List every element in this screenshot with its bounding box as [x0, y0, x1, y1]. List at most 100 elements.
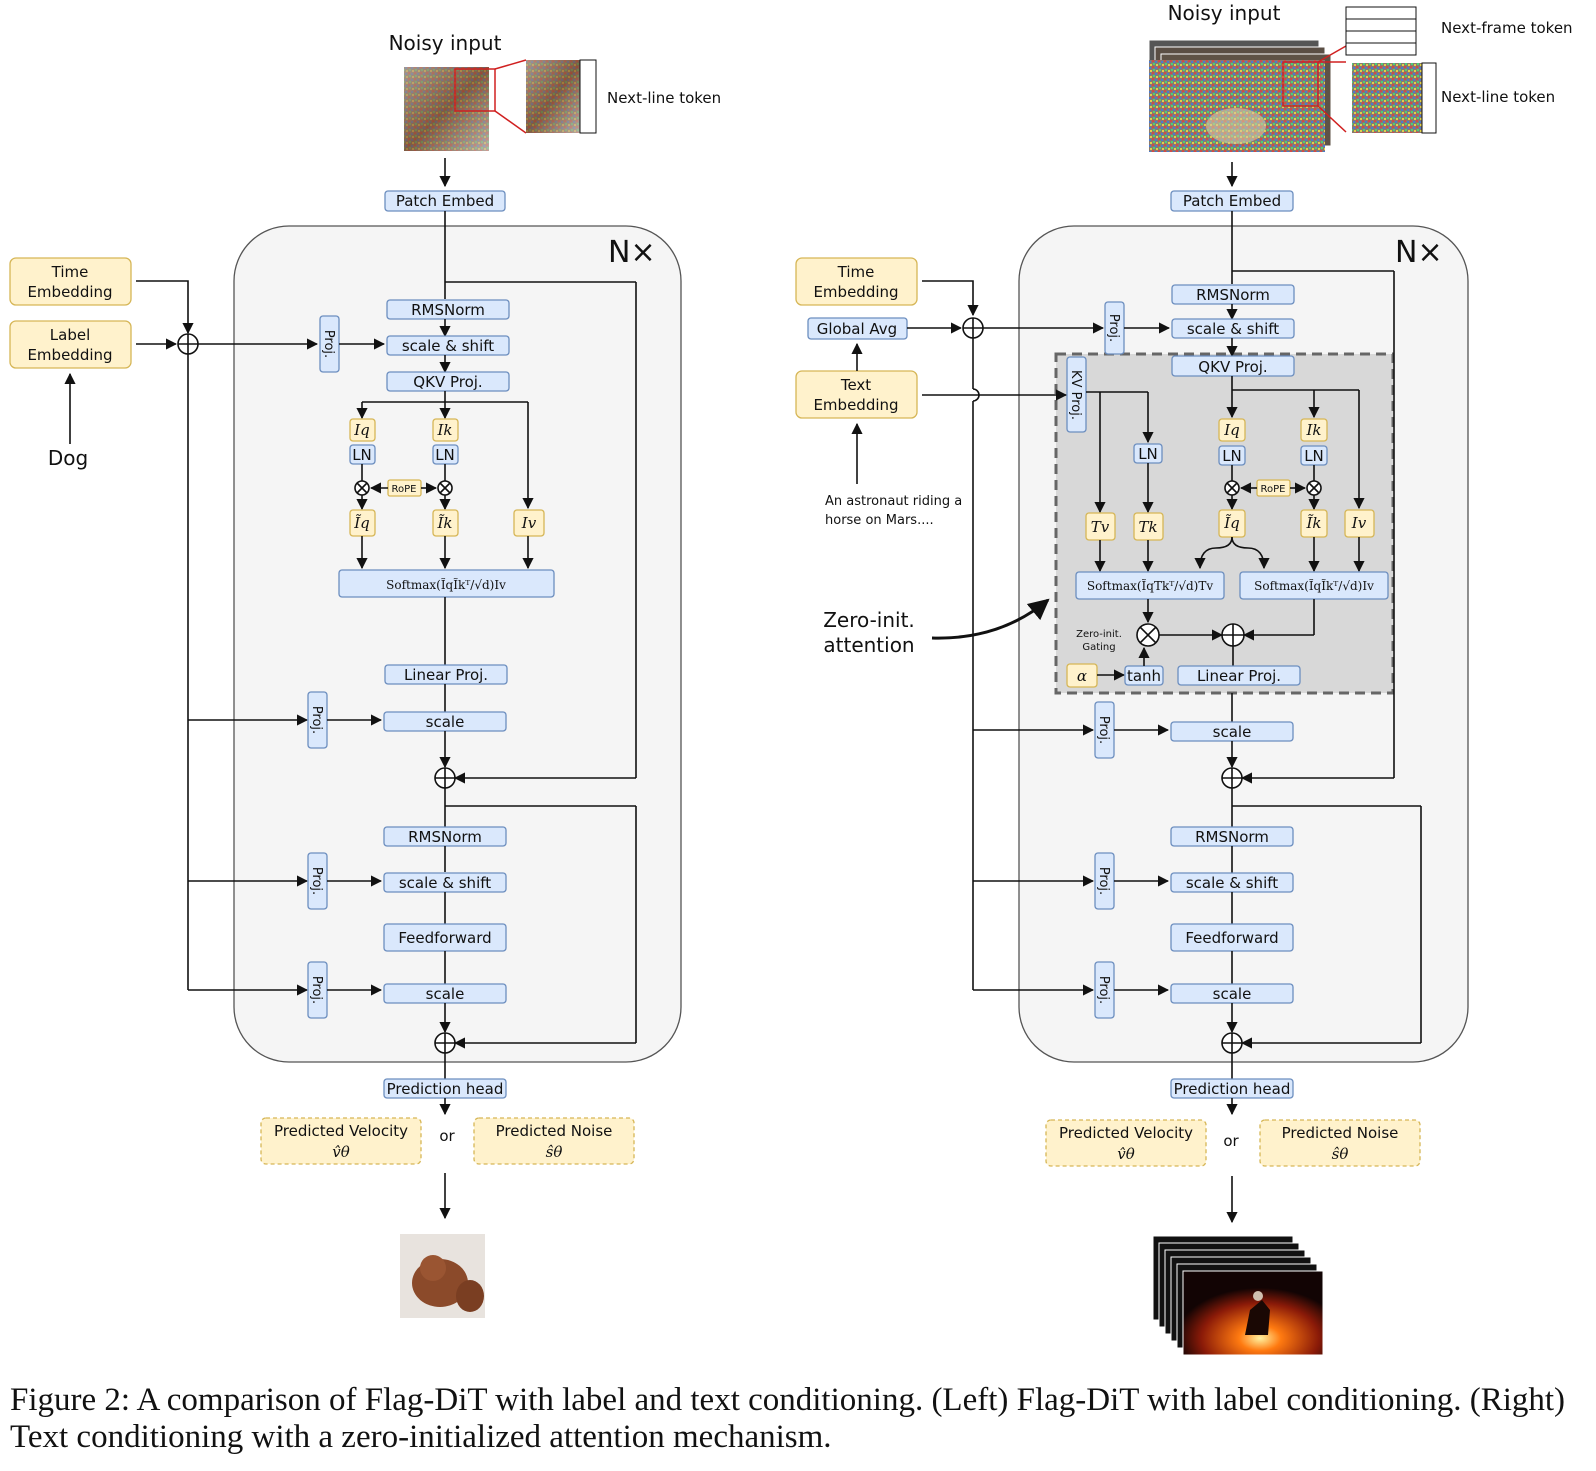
left-block-panel	[233, 225, 682, 1063]
svg-text:RoPE: RoPE	[392, 484, 417, 495]
right-zero-init-gating-label: Zero-init.	[1076, 629, 1122, 640]
left-next-line-token-label: Next-line token	[607, 89, 721, 107]
svg-text:LN: LN	[1304, 447, 1324, 465]
svg-text:Ik: Ik	[1305, 421, 1321, 439]
svg-text:Proj.: Proj.	[309, 976, 324, 1004]
svg-text:Embedding: Embedding	[813, 396, 898, 414]
svg-text:LN: LN	[1138, 445, 1158, 463]
svg-text:LN: LN	[1222, 447, 1242, 465]
svg-text:Patch Embed: Patch Embed	[1183, 192, 1281, 210]
right-text-prompt: An astronaut riding a	[825, 494, 962, 509]
svg-text:Prediction head: Prediction head	[387, 1080, 504, 1098]
svg-text:Ik: Ik	[436, 421, 452, 439]
left-label-embedding	[9, 320, 132, 369]
svg-text:Predicted Velocity: Predicted Velocity	[1059, 1124, 1193, 1142]
svg-text:Ĩq: Ĩq	[1223, 514, 1240, 532]
svg-text:RoPE: RoPE	[1261, 484, 1286, 495]
svg-text:Iq: Iq	[1223, 421, 1240, 439]
right-iq	[1218, 418, 1246, 442]
left-label-input-dog: Dog	[48, 446, 88, 470]
svg-text:scale: scale	[1213, 723, 1252, 741]
right-nx-label: N×	[1395, 235, 1443, 270]
left-output-image	[400, 1234, 485, 1318]
svg-text:scale: scale	[426, 985, 465, 1003]
svg-text:RMSNorm: RMSNorm	[1195, 828, 1269, 846]
svg-text:Linear Proj.: Linear Proj.	[404, 666, 488, 684]
right-time-embedding	[795, 257, 918, 306]
left-predicted-velocity	[260, 1117, 422, 1165]
svg-text:Global Avg: Global Avg	[817, 320, 897, 338]
svg-text:Prediction head: Prediction head	[1174, 1080, 1291, 1098]
svg-text:ŝθ: ŝθ	[546, 1143, 563, 1161]
svg-text:Softmax(ĨqTkᵀ/√d)Tv: Softmax(ĨqTkᵀ/√d)Tv	[1087, 578, 1213, 593]
right-next-line-token-label: Next-line token	[1441, 88, 1555, 106]
figure-caption: Figure 2: A comparison of Flag-DiT with …	[10, 1382, 1566, 1455]
left-ik	[432, 418, 459, 442]
left-diagram: Noisy input Next-line token Patch Embed …	[9, 31, 721, 1318]
svg-text:RMSNorm: RMSNorm	[1196, 286, 1270, 304]
right-noisy-input-label: Noisy input	[1168, 1, 1281, 25]
svg-text:scale: scale	[426, 713, 465, 731]
svg-text:Tk: Tk	[1138, 518, 1157, 536]
svg-text:Feedforward: Feedforward	[1185, 929, 1278, 947]
svg-text:Tv: Tv	[1091, 518, 1110, 536]
svg-text:Proj.: Proj.	[1106, 314, 1121, 342]
svg-text:Proj.: Proj.	[309, 706, 324, 734]
svg-text:v̂θ: v̂θ	[1117, 1145, 1135, 1163]
left-rmsnorm-1	[386, 299, 510, 320]
svg-text:Iv: Iv	[1351, 514, 1367, 532]
left-iv	[513, 509, 545, 537]
svg-text:QKV Proj.: QKV Proj.	[1198, 358, 1267, 376]
right-softmax-text	[1075, 571, 1225, 600]
svg-text:Ĩk: Ĩk	[1305, 514, 1321, 532]
svg-text:RMSNorm: RMSNorm	[408, 828, 482, 846]
svg-text:Gating: Gating	[1082, 642, 1115, 653]
left-softmax	[338, 569, 555, 598]
left-linear-proj	[384, 664, 508, 685]
flag-dit-diagram: Noisy input Next-line token Patch Embed …	[9, 1, 1573, 1356]
svg-text:scale & shift: scale & shift	[402, 337, 494, 355]
right-zero-init-attention-label: Zero-init.	[823, 608, 915, 632]
svg-text:Softmax(ĨqĨkᵀ/√d)Iv: Softmax(ĨqĨkᵀ/√d)Iv	[1254, 578, 1374, 593]
right-output-video-frames	[1152, 1235, 1324, 1356]
left-noisy-input-label: Noisy input	[389, 31, 502, 55]
right-diagram: Noisy input Next-frame token Next-line t…	[795, 1, 1573, 1356]
svg-text:Proj.: Proj.	[1096, 976, 1111, 1004]
svg-text:scale: scale	[1213, 985, 1252, 1003]
svg-text:Embedding: Embedding	[27, 346, 112, 364]
svg-text:horse on Mars....: horse on Mars....	[825, 513, 934, 528]
svg-text:QKV Proj.: QKV Proj.	[413, 373, 482, 391]
svg-text:scale & shift: scale & shift	[1187, 320, 1279, 338]
svg-text:ŝθ: ŝθ	[1332, 1145, 1349, 1163]
right-predicted-noise	[1259, 1119, 1421, 1167]
svg-text:Softmax(ĨqĨkᵀ/√d)Iv: Softmax(ĨqĨkᵀ/√d)Iv	[386, 577, 506, 592]
svg-text:Time: Time	[837, 263, 875, 281]
svg-text:α: α	[1077, 667, 1087, 685]
svg-text:Text: Text	[840, 376, 871, 394]
svg-text:Proj.: Proj.	[321, 330, 336, 358]
svg-text:Iv: Iv	[521, 514, 537, 532]
svg-text:Proj.: Proj.	[1096, 716, 1111, 744]
svg-text:Embedding: Embedding	[27, 283, 112, 301]
left-noisy-image	[404, 59, 597, 151]
svg-text:Predicted Noise: Predicted Noise	[496, 1122, 613, 1140]
svg-text:LN: LN	[435, 446, 455, 464]
svg-text:Proj.: Proj.	[1096, 867, 1111, 895]
left-nx-label: N×	[608, 235, 656, 270]
left-iq	[349, 418, 376, 442]
left-qkv-proj	[386, 371, 510, 392]
svg-text:Embedding: Embedding	[813, 283, 898, 301]
left-scale-shift-1	[386, 335, 510, 356]
right-linear-proj	[1177, 665, 1301, 686]
svg-text:attention: attention	[823, 633, 914, 657]
svg-text:scale & shift: scale & shift	[399, 874, 491, 892]
svg-text:Linear Proj.: Linear Proj.	[1197, 667, 1281, 685]
left-time-embedding	[9, 257, 132, 306]
right-predicted-velocity	[1045, 1119, 1207, 1167]
svg-text:LN: LN	[352, 446, 372, 464]
left-or: or	[439, 1127, 455, 1145]
right-qkv-proj	[1171, 355, 1295, 377]
svg-text:Label: Label	[50, 326, 90, 344]
svg-text:RMSNorm: RMSNorm	[411, 301, 485, 319]
right-or: or	[1223, 1132, 1239, 1150]
